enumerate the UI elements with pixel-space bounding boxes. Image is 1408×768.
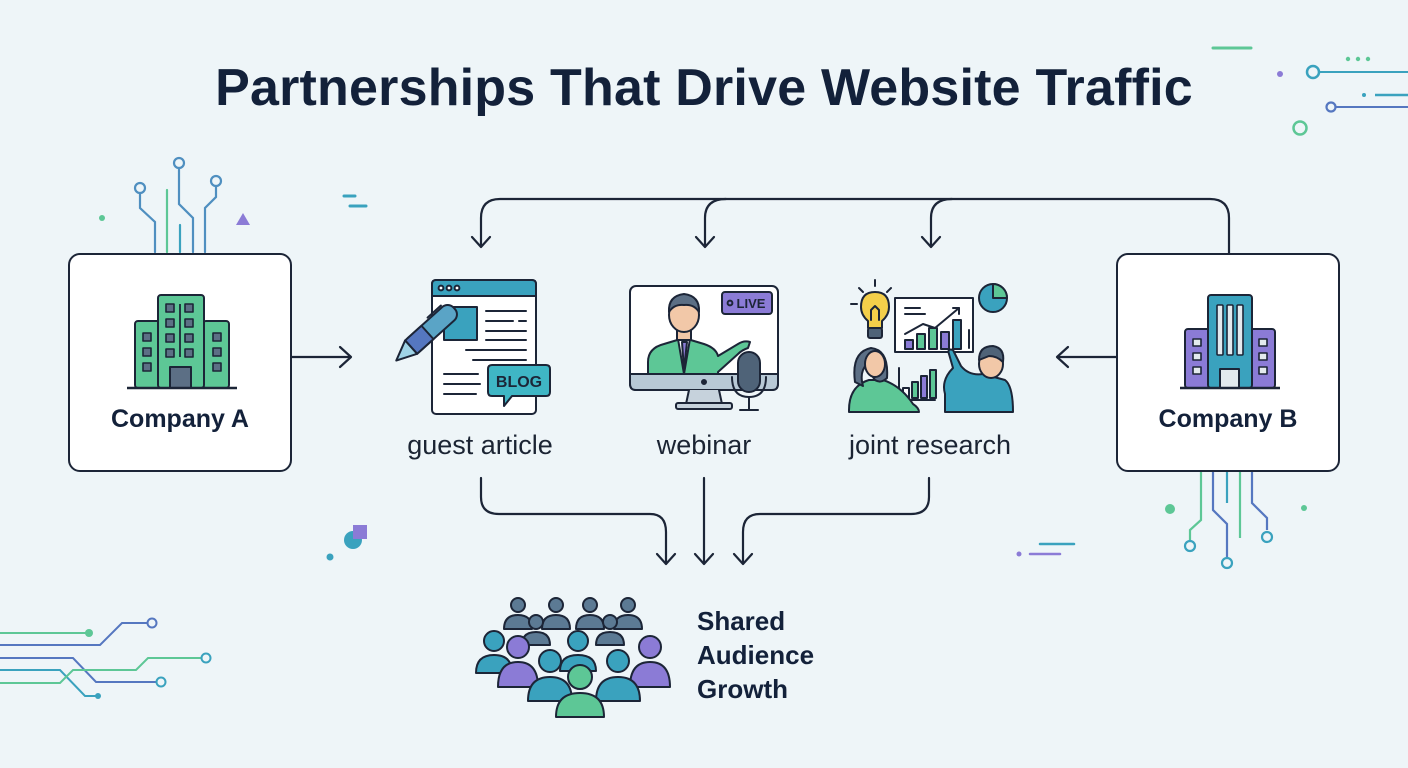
company-a-label: Company A [111,405,249,433]
live-badge-text: LIVE [737,296,766,311]
company-b-label: Company B [1158,405,1298,433]
blog-article-icon: BLOG [395,279,551,415]
company-a-card: Company A [68,253,292,472]
diagram-title: Partnerships That Drive Website Traffic [215,59,1193,117]
company-b-card: Company B [1116,253,1340,472]
channel-label-webinar: webinar [656,430,752,460]
webinar-monitor-icon: LIVE [629,285,779,411]
outcome-line-1: Shared [697,606,786,636]
outcome-line-3: Growth [697,674,788,704]
blog-badge-text: BLOG [496,374,542,391]
outcome-label: Shared Audience Growth [697,604,814,706]
outcome-line-2: Audience [697,640,815,670]
building-green-icon [127,294,237,390]
channel-label-guest-article: guest article [407,430,553,460]
channel-label-joint-research: joint research [848,430,1012,460]
research-team-icon [848,279,1014,413]
building-purple-teal-icon [1180,294,1280,390]
audience-crowd-icon [475,597,671,718]
